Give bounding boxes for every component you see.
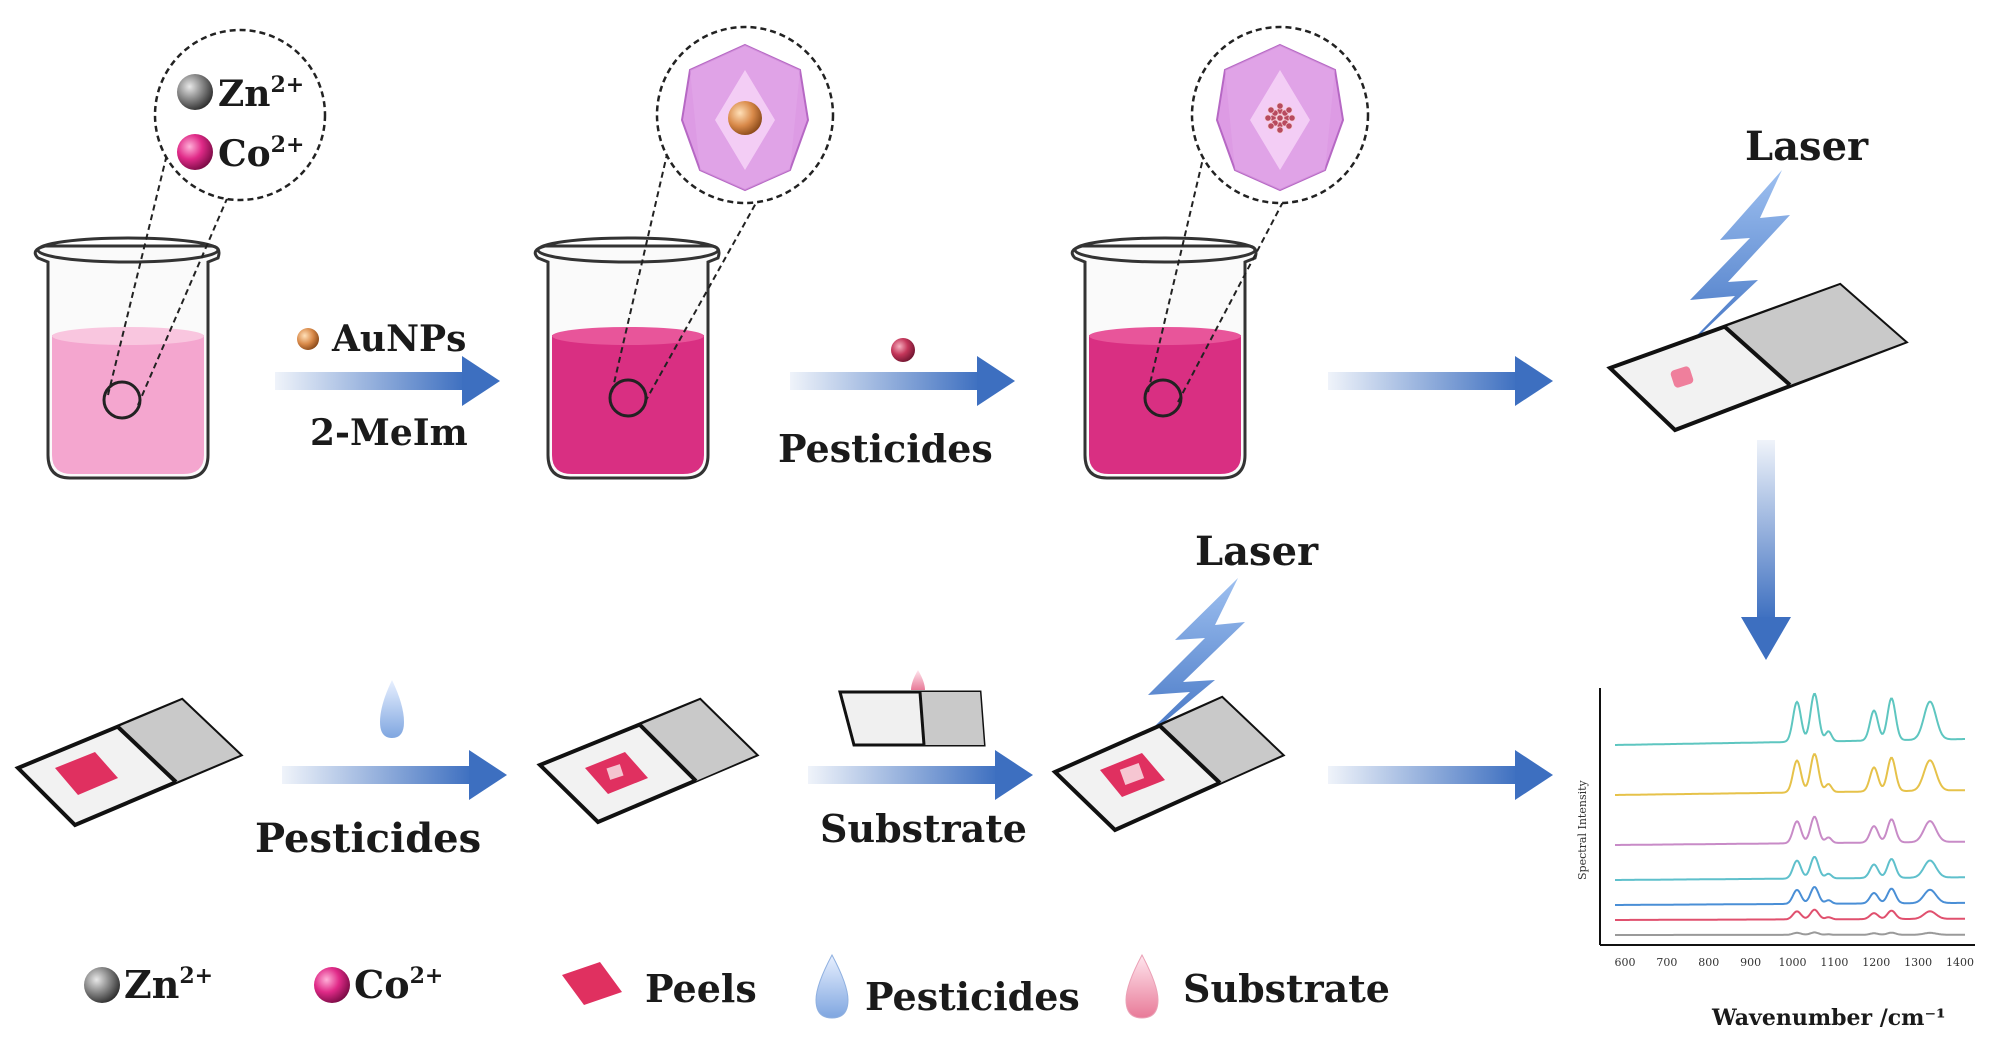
pesticide-particle	[1264, 114, 1272, 122]
pesticide-particle	[1276, 114, 1284, 122]
zoom-lines-3	[1147, 149, 1306, 403]
zoom-circle-mof-au	[655, 25, 835, 205]
legend-co-charge: 2+	[410, 963, 444, 989]
zoom-circle-mof-pesticide	[1190, 25, 1370, 205]
meim-label: 2-MeIm	[310, 412, 468, 454]
pesticide-particle	[1276, 126, 1284, 134]
spectrum-series-line	[1615, 856, 1965, 881]
spectrum-series-line	[1615, 753, 1965, 796]
arrow-3	[1328, 356, 1553, 406]
co-ion-icon	[177, 134, 213, 170]
laser-bottom-label: Laser	[1195, 528, 1319, 575]
zn-charge: 2+	[270, 72, 304, 98]
pesticide-particle	[1267, 122, 1275, 130]
arrow-down	[1741, 440, 1791, 660]
x-tick-label: 900	[1740, 956, 1761, 969]
legend-zn-icon	[84, 967, 120, 1003]
spectrum-series-line	[1615, 815, 1965, 846]
pesticides-top-label: Pesticides	[778, 426, 993, 471]
zn-ion-icon	[177, 74, 213, 110]
beaker-2	[533, 236, 721, 480]
peel-sample-icon	[1670, 366, 1694, 388]
svg-text:Zn2+: Zn2+	[218, 72, 304, 115]
slide-peel	[14, 697, 244, 828]
x-tick-label: 600	[1615, 956, 1636, 969]
spectrum-series-line	[1615, 692, 1965, 746]
laser-top: Laser	[1668, 123, 1869, 365]
legend-pesticides-label: Pesticides	[865, 974, 1080, 1019]
x-tick-label: 1200	[1862, 956, 1890, 969]
lightning-bolt-icon	[1128, 578, 1245, 752]
slide-measure	[1051, 695, 1286, 833]
spectrum-series-line	[1615, 886, 1965, 906]
laser-top-label: Laser	[1745, 123, 1869, 170]
co-charge: 2+	[271, 132, 305, 158]
legend-co-label: Co	[354, 962, 410, 1007]
spectrum-x-label: Wavenumber /cm⁻¹	[1711, 1005, 1946, 1031]
legend-zn-label: Zn	[124, 962, 179, 1007]
legend-substrate-label: Substrate	[1183, 966, 1390, 1011]
pesticide-particle	[1276, 102, 1284, 110]
zoom-circle-ions: Zn2+ Co2+	[153, 28, 327, 202]
pesticides-bottom-label: Pesticides	[255, 815, 481, 862]
svg-text:Zn2+: Zn2+	[124, 962, 213, 1007]
pesticide-particle	[1288, 114, 1296, 122]
x-tick-label: 1100	[1820, 956, 1848, 969]
pesticide-particle	[1285, 122, 1293, 130]
aunp-icon	[297, 328, 319, 350]
x-tick-label: 1300	[1904, 956, 1932, 969]
legend: Zn2+ Co2+ Peels Pesticides Substrate	[84, 953, 1390, 1019]
pesticide-particle	[1267, 106, 1275, 114]
spectrum-series-line	[1615, 931, 1965, 936]
lightning-bolt-icon	[1668, 170, 1790, 365]
zn-label: Zn	[218, 73, 270, 115]
svg-text:Co2+: Co2+	[218, 132, 304, 175]
arrow-6	[1328, 750, 1553, 800]
arrow-2: Pesticides	[778, 338, 1015, 471]
x-tick-label: 1400	[1946, 956, 1974, 969]
legend-peels-label: Peels	[645, 966, 757, 1011]
arrow-4: Pesticides	[255, 680, 507, 862]
co-label: Co	[218, 133, 271, 175]
pesticide-drop-icon	[380, 680, 404, 738]
pesticide-molecule-icon	[891, 338, 915, 362]
beaker-3	[1070, 236, 1258, 480]
legend-peel-icon	[562, 962, 622, 1005]
arrow-5: Substrate	[808, 670, 1033, 851]
substrate-drop-icon	[911, 670, 925, 690]
laser-bottom: Laser	[1128, 528, 1319, 752]
slide-top	[1606, 282, 1909, 433]
legend-co-icon	[314, 967, 350, 1003]
legend-pesticide-icon	[815, 953, 849, 1019]
x-tick-label: 1000	[1779, 956, 1807, 969]
pesticide-particle	[1285, 106, 1293, 114]
raman-spectrum-chart: 600 700 800 900 1000 1100 1200 1300 1400 Spectra…	[1576, 688, 1975, 1031]
slide-peel-pesticide	[536, 697, 760, 825]
legend-substrate-icon	[1125, 953, 1159, 1019]
substrate-label: Substrate	[820, 806, 1027, 851]
beaker-1	[33, 236, 221, 480]
spectrum-series-line	[1615, 908, 1965, 921]
arrow-1: AuNPs 2-MeIm	[275, 318, 500, 454]
legend-zn-charge: 2+	[179, 963, 213, 989]
spectrum-y-label: Spectral Intensity	[1576, 779, 1589, 880]
x-tick-label: 700	[1656, 956, 1677, 969]
svg-text:Co2+: Co2+	[354, 962, 443, 1007]
pesticide-cluster-icon	[1264, 102, 1296, 134]
aunps-label: AuNPs	[331, 318, 466, 360]
x-tick-label: 800	[1698, 956, 1719, 969]
